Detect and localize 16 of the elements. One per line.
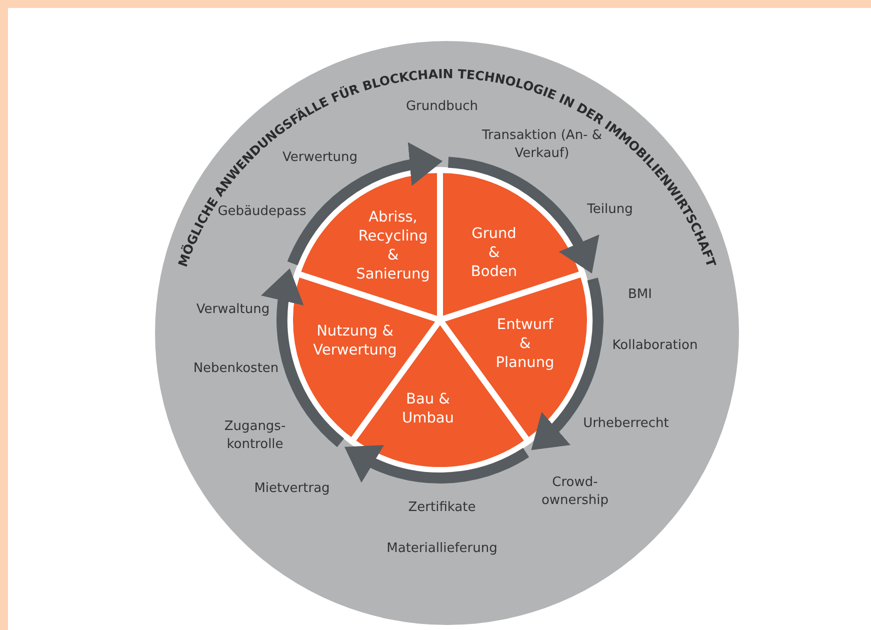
cycle-arrow [532, 278, 604, 451]
use-case-label: Zertifikate [407, 499, 477, 517]
cycle-arrow [262, 268, 344, 447]
use-case-label: Kollaboration [611, 337, 699, 355]
use-case-label: Mietvertrag [253, 480, 331, 498]
use-case-label: Zugangs- kontrolle [223, 418, 287, 454]
use-case-label: Materiallieferung [386, 540, 498, 558]
use-case-label: BMI [627, 286, 653, 304]
use-case-label: Verwaltung [195, 301, 271, 319]
use-case-label: Grundbuch [404, 99, 478, 116]
cycle-arrow [288, 143, 443, 266]
cycle-arrow [448, 156, 598, 274]
use-case-label: Nebenkosten [192, 360, 280, 378]
use-case-label: Transaktion (An- & Verkauf) [480, 128, 602, 161]
cycle-arrow [344, 444, 529, 484]
use-case-label: Crowd- ownership [540, 474, 610, 510]
